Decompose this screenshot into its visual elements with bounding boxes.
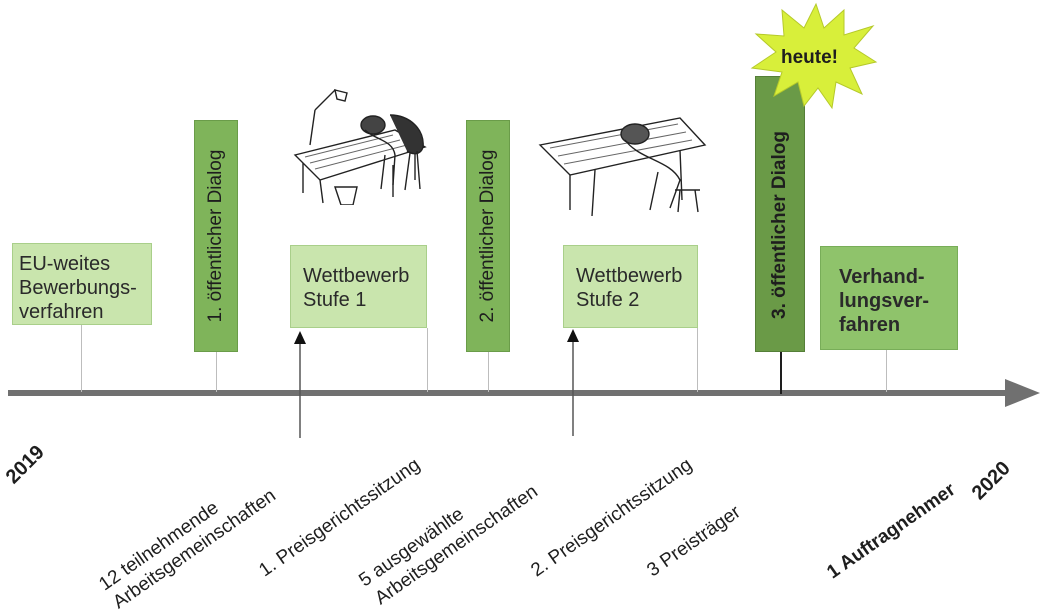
box-line: Verhand- <box>839 266 925 288</box>
box-verhandlungsverfahren: Verhand- lungsver- fahren <box>820 246 958 350</box>
arrow-up-icon <box>567 329 579 436</box>
drafting-person-illustration <box>538 117 707 217</box>
year-end-label: 2020 <box>967 457 1015 505</box>
box-line: verfahren <box>19 301 104 323</box>
label-3-preistraeger: 3 Preisträger <box>643 501 745 582</box>
box-line: Wettbewerb <box>576 265 683 287</box>
bar-label: 2. öffentlicher Dialog <box>477 149 498 323</box>
connector-tick <box>886 350 887 392</box>
box-line: Bewerbungs- <box>19 277 137 299</box>
timeline-axis <box>8 379 1040 407</box>
connector-tick <box>81 324 82 392</box>
starburst-icon <box>750 2 878 110</box>
connector-tick <box>697 328 698 392</box>
box-line: Stufe 1 <box>303 289 367 311</box>
connector-tick <box>216 352 217 392</box>
label-12-teilnehmende: 12 teilnehmende Arbeitsgemeinschaften <box>95 434 330 614</box>
connector-tick <box>427 328 428 392</box>
label-5-ausgewaehlte: 5 ausgewählte Arbeitsgemeinschaften <box>355 430 590 610</box>
box-wettbewerb-stufe-2: Wettbewerb Stufe 2 <box>563 245 698 328</box>
box-line: lungsver- <box>839 290 930 312</box>
box-line: Stufe 2 <box>576 289 640 311</box>
connector-tick <box>488 352 489 392</box>
box-line: fahren <box>839 314 901 336</box>
box-line: Wettbewerb <box>303 265 410 287</box>
arrow-up-icon <box>294 331 306 438</box>
year-start-label: 2019 <box>1 441 49 489</box>
bar-label: 1. öffentlicher Dialog <box>205 149 226 323</box>
bar-dialog-3: 3. öffentlicher Dialog <box>755 76 805 352</box>
drafting-people-illustration <box>293 88 427 205</box>
bar-dialog-2: 2. öffentlicher Dialog <box>466 120 510 352</box>
label-1-auftragnehmer: 1 Auftragnehmer <box>823 479 960 584</box>
bar-label: 3. öffentlicher Dialog <box>769 130 790 319</box>
box-wettbewerb-stufe-1: Wettbewerb Stufe 1 <box>290 245 427 328</box>
today-label: heute! <box>781 47 838 68</box>
today-marker-line <box>780 352 782 394</box>
bar-dialog-1: 1. öffentlicher Dialog <box>194 120 238 352</box>
box-line: EU-weites <box>19 253 111 275</box>
box-eu-bewerbungsverfahren: EU-weites Bewerbungs- verfahren <box>12 243 152 325</box>
